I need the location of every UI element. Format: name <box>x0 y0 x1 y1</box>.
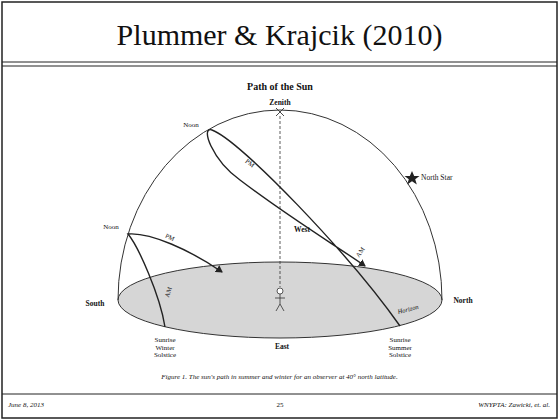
zenith-line <box>280 116 281 287</box>
zenith-mark <box>276 108 284 116</box>
noon-label: Noon <box>103 224 119 232</box>
slide-title: Plummer & Krajcik (2010) <box>0 18 559 51</box>
zenith-label: Zenith <box>269 99 290 107</box>
figure-caption: Figure 1. The sun's path in summer and w… <box>0 374 559 382</box>
pm-label: PM <box>244 157 256 168</box>
direction-label: South <box>86 300 105 308</box>
figure-title: Path of the Sun <box>247 81 313 92</box>
direction-label: North <box>453 297 472 305</box>
noon-label: Noon <box>183 122 199 130</box>
sky-dome <box>118 110 442 300</box>
footer-credit: WNYPTA: Zawicki, et. al. <box>478 402 550 410</box>
footer-date: June 8, 2013 <box>8 402 44 410</box>
observer-figure <box>275 288 285 311</box>
title-rule <box>2 66 557 67</box>
am-label: AM <box>354 246 366 259</box>
direction-label: West <box>294 226 310 234</box>
summer-sun-path <box>207 130 400 326</box>
sunrise-label: Sunrise Winter Solstice <box>154 337 176 360</box>
pm-label: PM <box>164 232 176 242</box>
north-star-icon <box>405 171 420 185</box>
sunrise-label: Sunrise Summer Solstice <box>388 337 412 360</box>
direction-label: East <box>275 343 289 351</box>
north-star-label: North Star <box>421 174 452 182</box>
title-rule <box>2 62 557 63</box>
slide-number: 25 <box>277 402 284 410</box>
footer-rule <box>2 394 557 395</box>
winter-sun-path <box>128 234 222 327</box>
